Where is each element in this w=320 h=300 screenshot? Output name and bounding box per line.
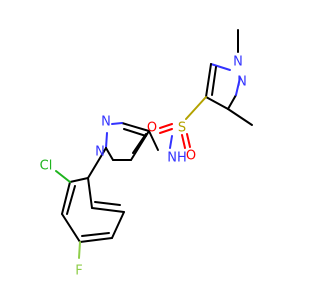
bond	[169, 135, 173, 149]
bond	[235, 77, 241, 96]
bond	[211, 66, 217, 96]
atom-n-ring2-top: N	[101, 115, 111, 130]
bond	[159, 123, 173, 129]
bond	[123, 128, 147, 137]
bond	[87, 177, 93, 209]
bond	[94, 201, 121, 206]
bond	[91, 207, 125, 213]
atom-oxygen-bottom: O	[186, 149, 196, 164]
bond	[121, 122, 150, 132]
bond	[81, 232, 110, 237]
atom-labels: N N S O O NH N N Cl F	[40, 55, 247, 279]
atom-chlorine: Cl	[40, 159, 53, 174]
bond	[205, 96, 229, 110]
bond	[105, 147, 114, 161]
atom-oxygen-left: O	[147, 121, 157, 136]
bond	[132, 133, 147, 154]
bond	[111, 211, 125, 239]
atom-nh: NH	[167, 151, 187, 166]
bond	[66, 185, 76, 215]
bond	[148, 130, 159, 151]
bond	[227, 94, 237, 110]
atom-n-ring2-bottom: N	[95, 145, 105, 160]
bond	[210, 63, 231, 71]
atom-n-ring1-top: N	[233, 55, 243, 70]
bond	[78, 241, 81, 259]
bond	[186, 133, 191, 148]
bond	[105, 132, 108, 149]
bond	[185, 96, 207, 120]
bond	[181, 134, 186, 149]
molecule-structure: N N S O O NH N N Cl F	[40, 29, 253, 279]
bonds	[55, 29, 253, 259]
atom-sulfur: S	[178, 121, 186, 136]
bond	[130, 130, 150, 161]
bond	[55, 170, 71, 183]
bond	[87, 147, 107, 179]
bond	[159, 128, 173, 134]
bond	[111, 122, 123, 125]
atom-fluorine: F	[75, 264, 82, 279]
bond	[61, 181, 71, 215]
atom-n-ring1-bottom: N	[237, 75, 247, 90]
bond	[227, 108, 253, 126]
bond	[205, 63, 212, 98]
bond	[79, 237, 113, 243]
bond	[61, 213, 81, 243]
bond	[69, 177, 89, 183]
